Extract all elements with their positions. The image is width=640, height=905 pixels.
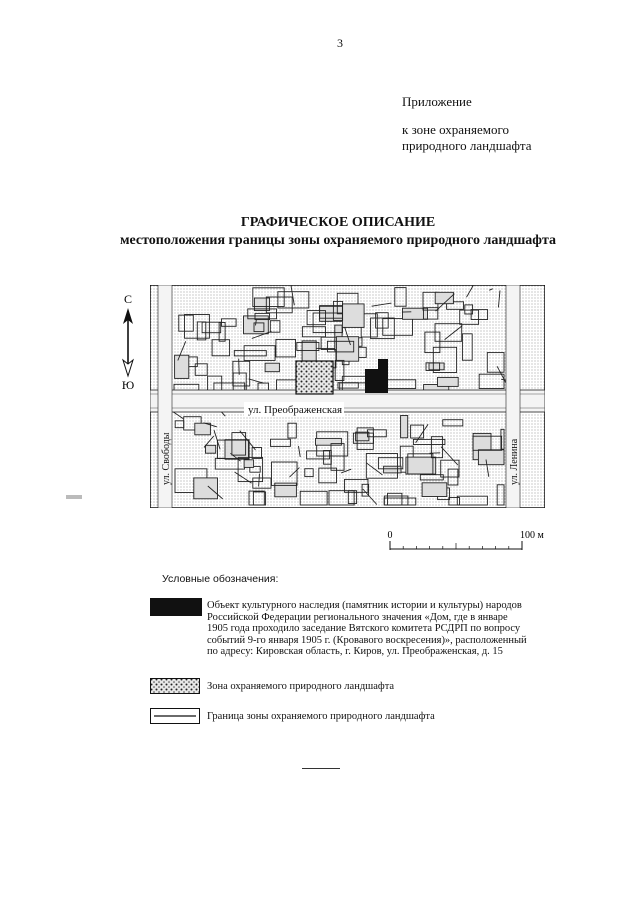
legend-title: Условные обозначения: — [162, 573, 279, 585]
appendix-subtitle-line1: к зоне охраняемого — [402, 122, 509, 137]
appendix-subtitle: к зоне охраняемого природного ландшафта — [402, 122, 602, 154]
north-label: С — [124, 292, 132, 306]
scale-start-label: 0 — [388, 530, 393, 541]
document-title-line1: ГРАФИЧЕСКОЕ ОПИСАНИЕ — [240, 215, 436, 230]
footer-divider — [302, 768, 340, 769]
scale-end-label: 100 м — [520, 530, 545, 541]
legend-heritage-line3: 1905 года проходило заседание Вятского к… — [207, 623, 521, 634]
street-label-preobrazhenskaya: ул. Преображенская — [248, 404, 342, 416]
document-title: ГРАФИЧЕСКОЕ ОПИСАНИЕ местоположения гран… — [0, 214, 640, 250]
legend-heritage-line2: Российской Федерации регионального значе… — [207, 611, 508, 623]
scale-bar: 0 100 м — [388, 530, 545, 550]
landscape-zone-area — [295, 360, 334, 395]
appendix-label: Приложение — [402, 94, 472, 109]
map-image: ул. Преображенская ул. Свободы ул. Ленин… — [150, 285, 545, 508]
legend-heritage-line5: по адресу: Кировская область, г. Киров, … — [207, 646, 503, 657]
document-title-line2: местоположения границы зоны охраняемого … — [119, 233, 557, 248]
legend-item-zone-boundary: Граница зоны охраняемого природного ланд… — [150, 708, 570, 728]
heritage-swatch — [150, 598, 202, 616]
street-label-svobody: ул. Свободы — [161, 432, 172, 485]
landscape-zone-swatch — [150, 678, 200, 694]
zone-boundary-swatch — [150, 708, 200, 724]
legend-heritage-text: Объект культурного наследия (памятник ис… — [207, 600, 547, 658]
appendix-subtitle-line2: природного ландшафта — [402, 138, 532, 153]
legend-item-landscape-zone: Зона охраняемого природного ландшафта — [150, 678, 570, 698]
street-label-lenina: ул. Ленина — [509, 438, 520, 485]
legend-item-heritage: Объект культурного наследия (памятник ис… — [150, 598, 570, 658]
scan-artifact — [66, 495, 82, 499]
legend-landscape-zone-text: Зона охраняемого природного ландшафта — [207, 681, 395, 692]
legend-heritage-line4: событий 9-го января 1905 г. (Кровавого в… — [207, 634, 527, 646]
legend-heritage-line1: Объект культурного наследия (памятник ис… — [207, 600, 522, 611]
heritage-object-area — [365, 359, 388, 393]
legend-zone-boundary-text: Граница зоны охраняемого природного ланд… — [207, 711, 435, 722]
page-number: 3 — [337, 36, 343, 50]
north-arrow-icon: С Ю — [122, 292, 134, 390]
south-label: Ю — [122, 378, 134, 390]
